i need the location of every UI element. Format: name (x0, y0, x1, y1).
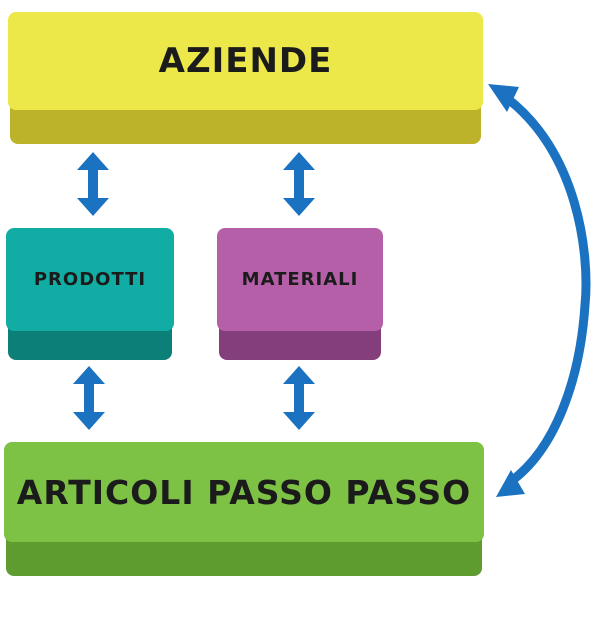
articoli-box-face: ARTICOLI PASSO PASSO (4, 442, 484, 542)
arrow-curved-aziende-articoli (488, 84, 591, 497)
materiali-box: MATERIALI (217, 228, 383, 360)
prodotti-box: PRODOTTI (6, 228, 174, 360)
prodotti-box-face: PRODOTTI (6, 228, 174, 331)
curved-arrow-head-top (488, 84, 519, 112)
aziende-box: AZIENDE (8, 12, 483, 144)
aziende-box-face: AZIENDE (8, 12, 483, 110)
aziende-label: AZIENDE (158, 41, 333, 81)
arrow-materiali-articoli (283, 366, 315, 430)
materiali-label: MATERIALI (241, 269, 359, 290)
articoli-label: ARTICOLI PASSO PASSO (16, 472, 472, 512)
arrow-aziende-prodotti (77, 152, 109, 216)
prodotti-label: PRODOTTI (33, 269, 147, 290)
materiali-box-face: MATERIALI (217, 228, 383, 331)
articoli-box: ARTICOLI PASSO PASSO (4, 442, 484, 576)
curved-arrow-head-bottom (496, 470, 525, 497)
arrow-prodotti-articoli (73, 366, 105, 430)
arrow-aziende-materiali (283, 152, 315, 216)
